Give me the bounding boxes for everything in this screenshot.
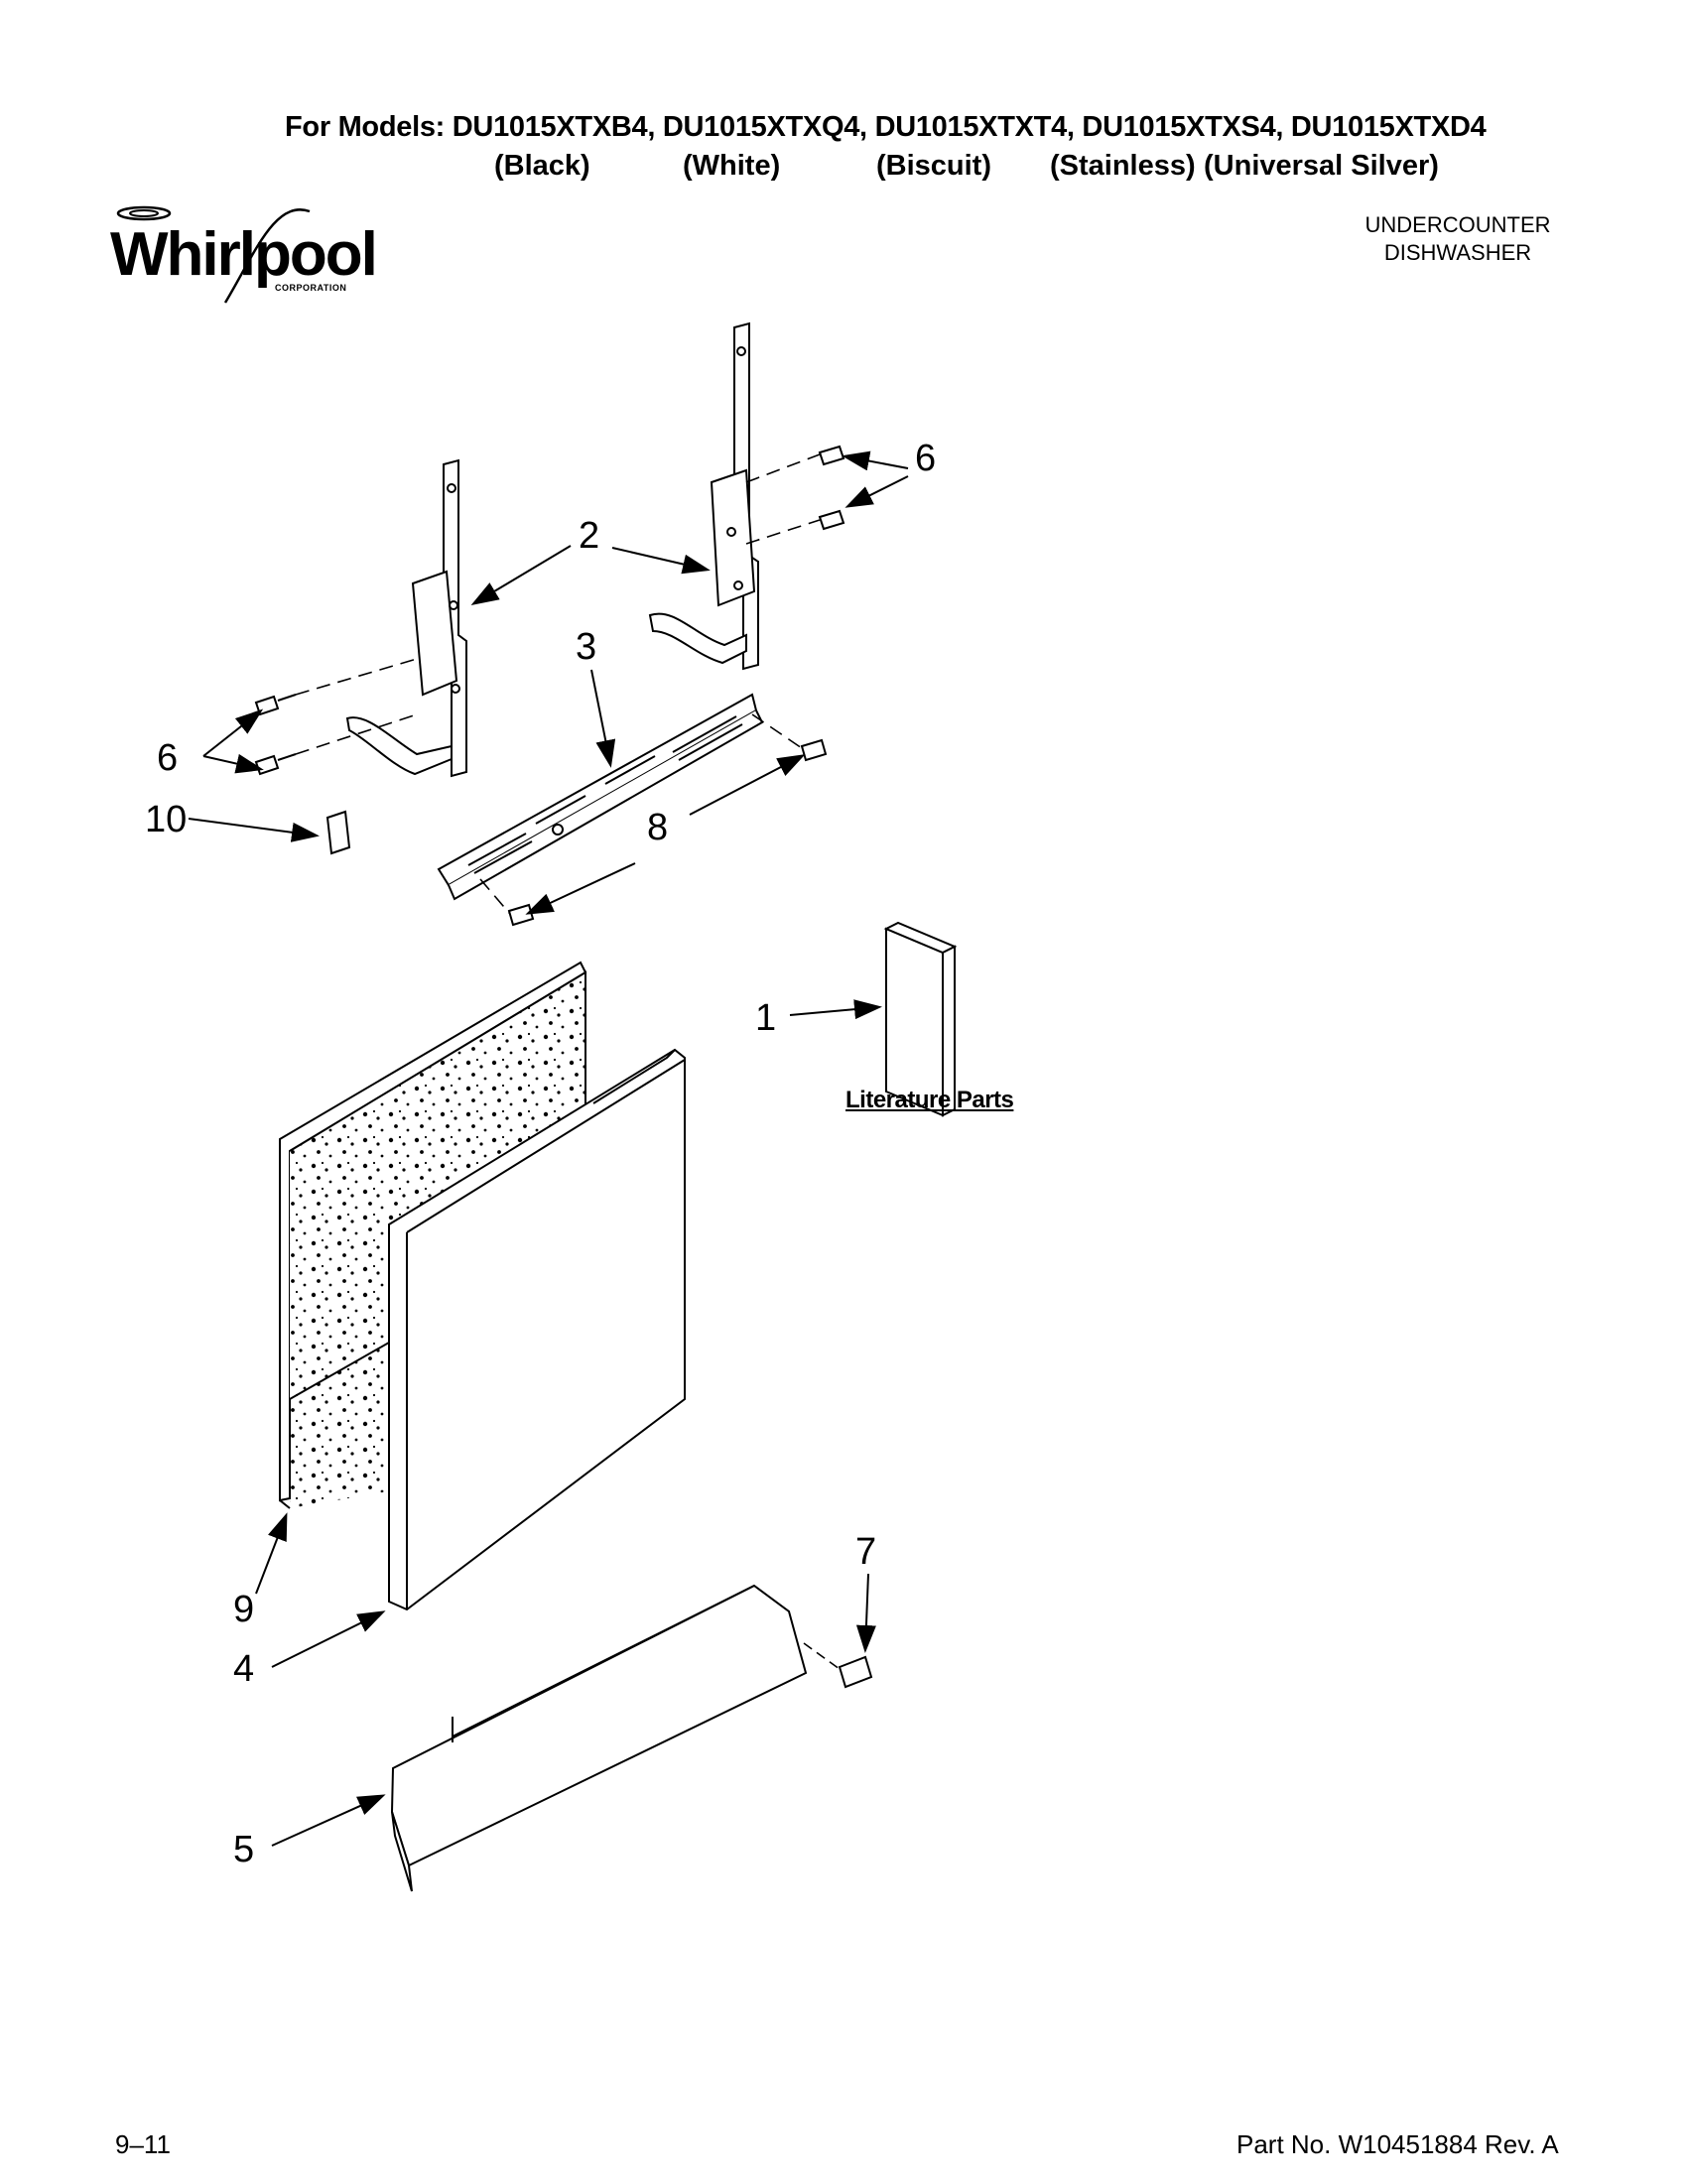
upper-bracket-rail <box>437 693 764 901</box>
callout-8: 8 <box>647 807 668 848</box>
callout-6-left: 6 <box>157 737 178 779</box>
color-white: (White) <box>683 150 781 182</box>
callout-9: 9 <box>233 1589 254 1630</box>
callout-6-right: 6 <box>915 438 936 479</box>
callout-3: 3 <box>576 626 596 668</box>
color-stainless: (Stainless) <box>1050 150 1196 182</box>
callout-7: 7 <box>855 1531 876 1573</box>
literature-parts-label: Literature Parts <box>845 1087 1014 1113</box>
callout-2: 2 <box>579 515 599 557</box>
footer-part-number: Part No. W10451884 Rev. A <box>1236 2129 1559 2159</box>
screws-left <box>254 694 297 776</box>
callout-10: 10 <box>145 799 187 840</box>
whirlpool-logo: Whirlpool CORPORATION <box>106 203 378 313</box>
clip-part <box>325 810 351 855</box>
literature-book <box>883 921 958 1117</box>
logo-corporation: CORPORATION <box>275 283 347 293</box>
logo-swirl-icon <box>116 205 311 304</box>
left-mounting-bracket <box>345 458 467 778</box>
callout-4: 4 <box>233 1648 254 1690</box>
toe-panel-screw <box>838 1655 873 1689</box>
color-black: (Black) <box>494 150 590 182</box>
callout-1: 1 <box>755 997 776 1039</box>
product-type-line2: DISHWASHER <box>1383 240 1532 265</box>
logo-wordmark: Whirlpool <box>110 220 378 289</box>
color-biscuit: (Biscuit) <box>876 150 991 182</box>
product-type-line1: UNDERCOUNTER <box>1364 212 1551 237</box>
door-panel <box>388 1048 686 1611</box>
screws-right <box>818 445 845 531</box>
screws-rail <box>507 738 828 927</box>
right-mounting-bracket <box>648 321 759 671</box>
color-universal-silver: (Universal Silver) <box>1204 150 1439 182</box>
callout-5: 5 <box>233 1829 254 1870</box>
models-heading: For Models: DU1015XTXB4, DU1015XTXQ4, DU… <box>285 111 1487 143</box>
footer-date: 9–11 <box>115 2129 171 2159</box>
toe-panel <box>390 1584 808 1892</box>
